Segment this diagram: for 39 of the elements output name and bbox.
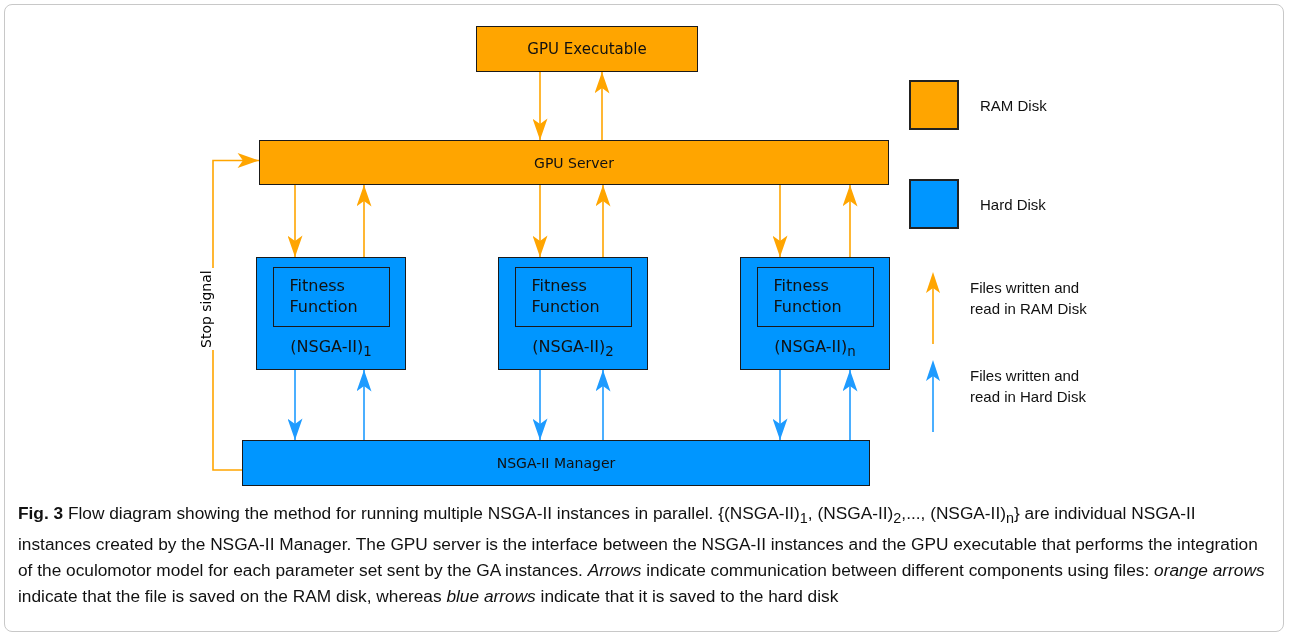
arrow (595, 369, 611, 441)
container-box (256, 257, 406, 370)
arrow (287, 369, 303, 441)
arrow (212, 153, 260, 471)
arrow (287, 184, 303, 258)
arrow (772, 184, 788, 258)
process-box (242, 440, 870, 486)
node-label: GPU Executable (526, 40, 648, 58)
arrow (842, 184, 858, 258)
process-box (756, 266, 874, 327)
figure-caption: Fig. 3 Flow diagram showing the method for running multiple NSGA-II instances in parallel. {(NSGA-II)$_{1}$, (NSGA-II)$_{2}$,..., (NSGA-II)$_{n}$} are individual NSGA-II instances created by the NSGA-II Manager. The GPU server is the interface between the NSGA-II instances and the GPU executable that performs the integration of the oculomotor model for each parameter set sent by the GA instances. Arrows indicate communication between different components using files: orange arrows indicate that the file is saved on the RAM disk, whereas blue arrows indicate that it is saved to the hard disk (18, 502, 1266, 609)
container-box (740, 257, 890, 370)
node-label: Fitness Function (773, 274, 843, 317)
legend-label: Hard Disk (980, 195, 1046, 215)
legend-label: Files written and read in RAM Disk (970, 278, 1088, 319)
arrow (842, 369, 858, 441)
process-box (272, 266, 390, 327)
arrow (356, 184, 372, 258)
node-label: Fitness Function (531, 274, 601, 317)
legend-label: Files written and read in Hard Disk (970, 366, 1087, 407)
arrow (532, 369, 548, 441)
node-label: (NSGA-II)$_{n}$ (773, 336, 857, 359)
arrow (532, 184, 548, 258)
arrow (356, 369, 372, 441)
arrow (594, 71, 610, 141)
node-label: (NSGA-II)$_{1}$ (289, 336, 373, 359)
container-box (498, 257, 648, 370)
arrow (595, 184, 611, 258)
node-label: Fitness Function (289, 274, 359, 317)
process-box (476, 26, 698, 72)
process-box (259, 140, 889, 185)
arrow (772, 369, 788, 441)
node-label: (NSGA-II)$_{2}$ (531, 336, 615, 359)
node-label: GPU Server (533, 154, 615, 171)
node-label: NSGA-II Manager (495, 455, 617, 471)
arrow (532, 71, 548, 141)
process-box (514, 266, 632, 327)
legend-label: RAM Disk (980, 96, 1047, 116)
edge-label: Stop signal (198, 268, 214, 351)
